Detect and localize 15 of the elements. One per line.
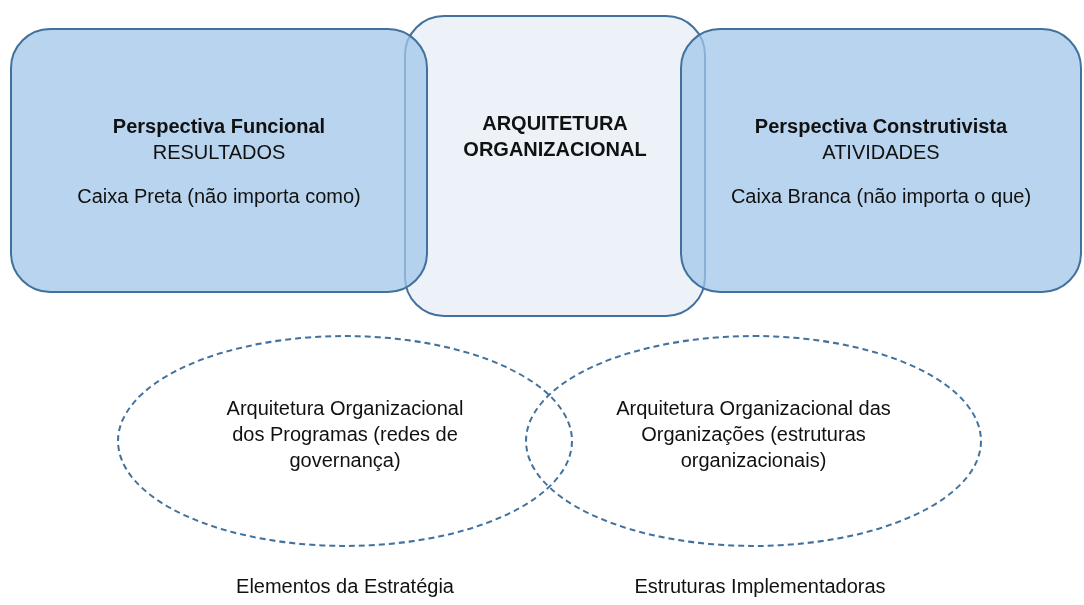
perspective-box bbox=[680, 28, 1082, 293]
dashed-ellipse bbox=[117, 335, 573, 547]
text: Arquitetura Organizacional das Organizações (estruturas organizacionais) bbox=[615, 396, 892, 473]
text: Caixa Preta (não importa como) bbox=[77, 183, 361, 209]
text: Caixa Branca (não importa o que) bbox=[730, 183, 1032, 209]
heading: ARQUITETURA ORGANIZACIONAL bbox=[462, 111, 648, 162]
caption-text: Estruturas Implementadoras bbox=[634, 575, 886, 598]
perspective-box bbox=[10, 28, 428, 293]
heading: Perspectiva Funcional bbox=[112, 113, 326, 139]
dashed-ellipse bbox=[525, 335, 982, 547]
text: ATIVIDADES bbox=[822, 139, 940, 165]
text: Arquitetura Organizacional dos Programas (redes de governança) bbox=[225, 396, 465, 473]
caption-text: Elementos da Estratégia bbox=[236, 575, 454, 598]
heading: Perspectiva Construtivista bbox=[754, 113, 1008, 139]
text: RESULTADOS bbox=[152, 139, 286, 165]
